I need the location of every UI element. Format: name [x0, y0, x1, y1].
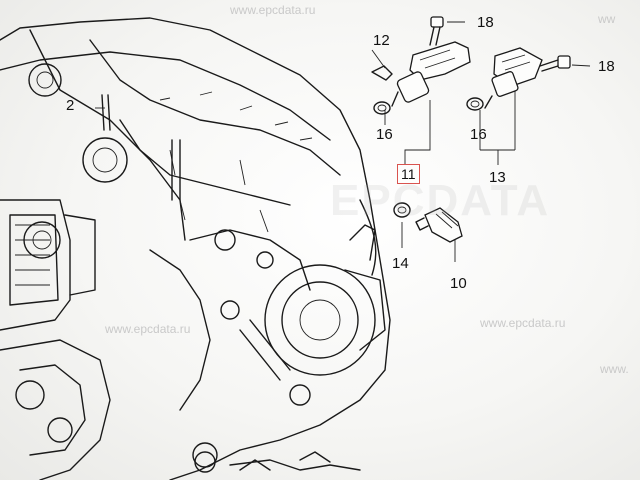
watermark-large: EPCDATA — [330, 176, 551, 225]
callout-12: 12 — [373, 32, 390, 49]
callout-16-left: 16 — [376, 126, 393, 143]
callout-11-highlighted: 11 — [397, 164, 420, 184]
callout-18-right: 18 — [598, 58, 615, 75]
speed-sensor-11-icon — [391, 41, 471, 107]
clip-12-icon — [371, 65, 393, 81]
watermark-left-low: www.epcdata.ru — [105, 322, 191, 336]
callout-14: 14 — [392, 255, 409, 272]
bolt-18-right-icon — [539, 55, 571, 72]
callout-16-right: 16 — [470, 126, 487, 143]
watermark-right-low: www. — [600, 362, 629, 376]
transmission-housing — [0, 17, 391, 480]
watermark-top: www.epcdata.ru — [230, 3, 316, 17]
callout-2: 2 — [66, 97, 75, 114]
oring-16-right-icon — [466, 97, 484, 111]
watermark-right-mid: www.epcdata.ru — [480, 316, 566, 330]
watermark-top-right: ww — [598, 12, 616, 26]
switch-10-icon — [415, 207, 463, 243]
leader-lines — [95, 21, 591, 262]
speed-sensor-13-icon — [484, 47, 543, 109]
callout-13: 13 — [489, 169, 506, 186]
callout-10: 10 — [450, 275, 467, 292]
oring-16-left-icon — [373, 101, 391, 115]
bolt-18-upper-icon — [429, 16, 444, 46]
washer-14-icon — [393, 202, 411, 218]
callout-18-upper: 18 — [477, 14, 494, 31]
